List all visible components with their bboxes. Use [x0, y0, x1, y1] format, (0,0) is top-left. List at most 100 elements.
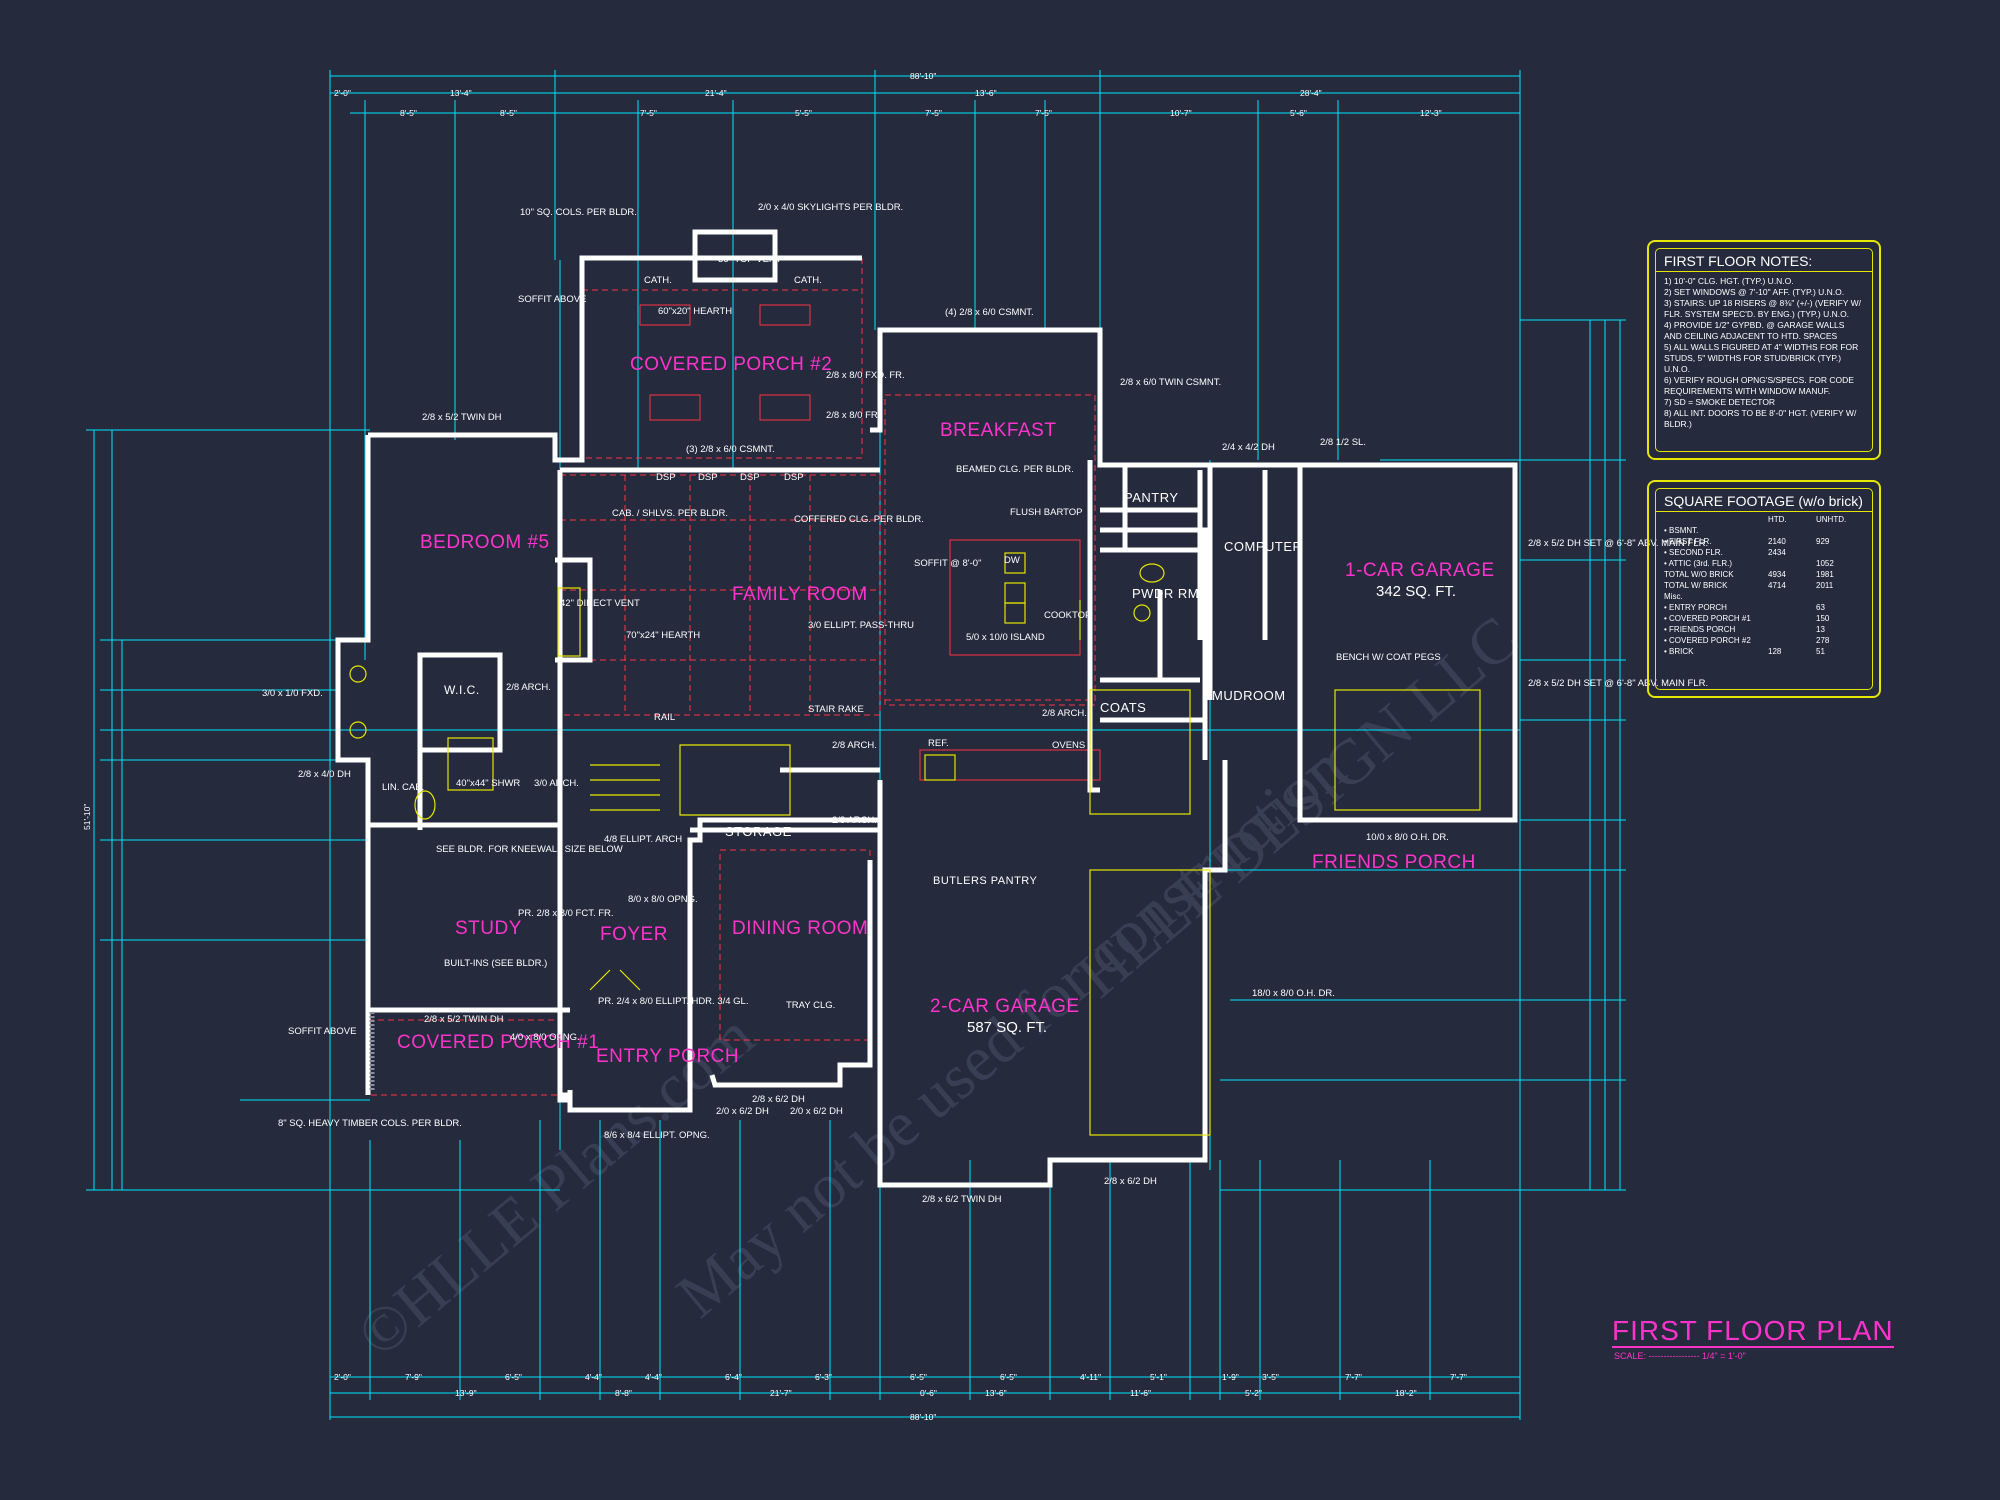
dim-bottom-row1-7: 6'-5" — [910, 1372, 927, 1382]
note-rail: RAIL — [654, 712, 675, 723]
square-footage-header: HTD. UNHTD. — [1664, 514, 1864, 525]
note-soffit-porch1: SOFFIT ABOVE — [288, 1026, 356, 1037]
note-beamed: BEAMED CLG. PER BLDR. — [956, 464, 1074, 475]
square-footage-col-unhtd: UNHTD. — [1816, 515, 1847, 524]
dim-bottom-row2-5: 11'-6" — [1130, 1388, 1151, 1398]
note-skylights: 2/0 x 4/0 SKYLIGHTS PER BLDR. — [758, 202, 903, 213]
square-footage-row: • ATTIC (3rd. FLR.)1052 — [1664, 558, 1864, 569]
note-kneewall: SEE BLDR. FOR KNEEWALL SIZE BELOW — [436, 844, 623, 855]
note-tray-clg: TRAY CLG. — [786, 1000, 835, 1011]
note-item: 4) PROVIDE 1/2" GYPBD. @ GARAGE WALLS AN… — [1664, 320, 1845, 341]
square-footage-unhtd: 1981 — [1816, 570, 1834, 579]
note-twin-dh-study: 2/8 x 5/2 TWIN DH — [424, 1014, 504, 1025]
square-footage-htd — [1768, 525, 1816, 536]
dim-bottom-row1-1: 7'-9" — [405, 1372, 422, 1382]
square-footage-row: • SECOND FLR.2434 — [1664, 547, 1864, 558]
note-item: 8) ALL INT. DOORS TO BE 8'-0" HGT. (VERI… — [1664, 408, 1857, 429]
dim-bottom-row2-4: 13'-6" — [985, 1388, 1007, 1398]
note-dh-garage-2: 2/8 x 5/2 DH SET @ 6'-8" ABV. MAIN FLR. — [1528, 678, 1708, 689]
room-wic: W.I.C. — [444, 683, 480, 697]
square-footage-htd — [1768, 635, 1816, 646]
note-ellipt-hdr: PR. 2/4 x 8/0 ELLIPT. HDR. 3/4 GL. — [598, 996, 748, 1007]
square-footage-htd — [1768, 558, 1816, 569]
note-hearth-porch: 60"x20" HEARTH — [658, 306, 732, 317]
note-twin-dh-bed: 2/8 x 5/2 TWIN DH — [422, 412, 502, 423]
room-entry-porch: ENTRY PORCH — [596, 1046, 739, 1067]
dim-bottom-row1-11: 1'-9" — [1222, 1372, 1239, 1382]
square-footage-label: • SECOND FLR. — [1664, 548, 1723, 557]
dimension-lines — [86, 70, 1626, 1420]
note-arch-28a: 2/8 ARCH. — [506, 682, 551, 693]
first-floor-notes-frame: FIRST FLOOR NOTES: 1) 10'-0" CLG. HGT. (… — [1655, 248, 1873, 452]
square-footage-unhtd — [1816, 547, 1864, 558]
note-dsp-1: DSP — [656, 472, 676, 483]
plan-scale: SCALE: ----------------- 1/4" = 1'-0" — [1614, 1351, 1746, 1361]
note-fxd-30: 3/0 x 1/0 FXD. — [262, 688, 323, 699]
note-arch-30: 3/0 ARCH. — [534, 778, 579, 789]
note-soffit-kitchen: SOFFIT @ 8'-0" — [914, 558, 981, 569]
square-footage-htd: 4934 — [1768, 570, 1786, 579]
square-footage-panel: SQUARE FOOTAGE (w/o brick) HTD. UNHTD. •… — [1647, 480, 1881, 698]
dim-top-row2-5: 7'-5" — [1035, 108, 1052, 118]
square-footage-frame: SQUARE FOOTAGE (w/o brick) HTD. UNHTD. •… — [1655, 488, 1873, 690]
square-footage-label: TOTAL W/O BRICK — [1664, 570, 1734, 579]
dim-bottom-row1-9: 4'-11" — [1080, 1372, 1101, 1382]
note-dh-dining-1: 2/0 x 6/2 DH — [716, 1106, 769, 1117]
note-item: 2) SET WINDOWS @ 7'-10" AFF. (TYP.) U.N.… — [1664, 287, 1845, 297]
square-footage-htd — [1768, 624, 1816, 635]
square-footage-unhtd: 51 — [1816, 647, 1825, 656]
note-csmnt-fam: (3) 2/8 x 6/0 CSMNT. — [686, 444, 775, 455]
watermark: ©HLLE Plans.com May not be used for cons… — [343, 602, 1531, 1371]
note-dh-dining-3: 2/8 x 6/2 DH — [752, 1094, 805, 1105]
note-cath-right: CATH. — [794, 275, 822, 286]
note-fct-fr: PR. 2/8 x 8/0 FCT. FR. — [518, 908, 614, 919]
square-footage-htd: 128 — [1768, 647, 1782, 656]
first-floor-notes-panel: FIRST FLOOR NOTES: 1) 10'-0" CLG. HGT. (… — [1647, 240, 1881, 460]
room-mudroom: MUDROOM — [1212, 688, 1286, 703]
note-cab-shlvs: CAB. / SHLVS. PER BLDR. — [612, 508, 728, 519]
room-butlers-pantry: BUTLERS PANTRY — [933, 875, 1038, 887]
square-footage-htd — [1768, 591, 1816, 602]
note-ellipt-pass: 3/0 ELLIPT. PASS-THRU — [808, 620, 914, 631]
square-footage-unhtd — [1816, 525, 1864, 536]
room-foyer: FOYER — [600, 924, 668, 945]
dim-bottom-row1-12: 3'-5" — [1262, 1372, 1279, 1382]
room-family-room: FAMILY ROOM — [732, 584, 868, 605]
note-item: 3) STAIRS: UP 18 RISERS @ 8⅜" (+/-) (VER… — [1664, 298, 1862, 319]
room-storage: STORAGE — [725, 824, 792, 839]
note-ellipt-opng: 8/6 x 8/4 ELLIPT. OPNG. — [604, 1130, 710, 1141]
note-dh-garage-1: 2/8 x 5/2 DH SET @ 6'-8" ABV. MAIN FLR. — [1528, 538, 1708, 549]
note-arch-28d: 2/8 ARCH. — [832, 815, 877, 826]
square-footage-col-htd: HTD. — [1768, 515, 1787, 524]
dimension-text: 88'-10" 2'-0" 13'-4" 21'-4" 13'-6" 28'-4… — [82, 71, 1467, 1422]
room-bedroom-5: BEDROOM #5 — [420, 532, 550, 553]
note-soffit-above: SOFFIT ABOVE — [518, 294, 586, 305]
note-twin-csmnt: 2/8 x 6/0 TWIN CSMNT. — [1120, 377, 1221, 388]
room-friends-porch: FRIENDS PORCH — [1312, 852, 1476, 873]
note-bench: BENCH W/ COAT PEGS — [1336, 652, 1441, 663]
note-opng-80: 8/0 x 8/0 OPNG. — [628, 894, 698, 905]
note-item: 5) ALL WALLS FIGURED AT 4" WIDTHS FOR FO… — [1664, 342, 1859, 374]
dim-bottom-row2-3: 0'-6" — [920, 1388, 937, 1398]
room-2-car-garage-sf: 587 SQ. FT. — [967, 1019, 1047, 1036]
note-cooktop: COOKTOP — [1044, 610, 1091, 621]
dim-top-overall: 88'-10" — [910, 71, 936, 81]
note-sq-cols: 10" SQ. COLS. PER BLDR. — [520, 207, 637, 218]
square-footage-unhtd: 13 — [1816, 625, 1825, 634]
note-direct-vent: 42" DIRECT VENT — [560, 598, 640, 609]
note-csmnt-top: (4) 2/8 x 6/0 CSMNT. — [945, 307, 1034, 318]
note-opng-40: 4/0 x 8/0 OPNG. — [510, 1032, 580, 1043]
dim-bottom-row1-4: 4'-4" — [645, 1372, 662, 1382]
note-island: 5/0 x 10/0 ISLAND — [966, 632, 1045, 643]
room-pwdr-rm: PWDR RM — [1132, 586, 1199, 601]
note-lin-cab: LIN. CAB. — [382, 782, 424, 793]
note-dh-garage-bot: 2/8 x 6/2 DH — [1104, 1176, 1157, 1187]
square-footage-unhtd: 63 — [1816, 603, 1825, 612]
square-footage-unhtd: 929 — [1816, 537, 1830, 546]
